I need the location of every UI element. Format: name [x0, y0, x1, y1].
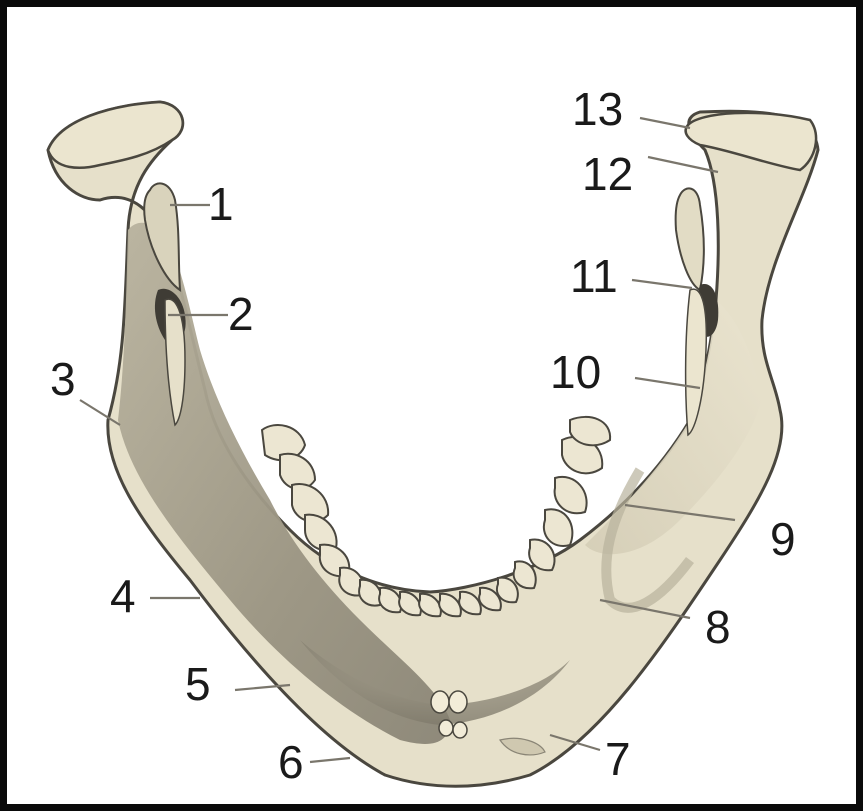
right-coronoid-process — [676, 188, 704, 290]
label-1: 1 — [208, 178, 234, 230]
leader-line-6 — [310, 758, 350, 762]
tooth — [555, 477, 587, 513]
left-condyle — [48, 102, 183, 168]
tooth — [570, 417, 610, 445]
label-10: 10 — [550, 346, 601, 398]
label-13: 13 — [572, 83, 623, 135]
tooth — [544, 509, 573, 546]
label-4: 4 — [110, 570, 136, 622]
label-3: 3 — [50, 353, 76, 405]
label-6: 6 — [278, 736, 304, 788]
label-11: 11 — [570, 250, 618, 302]
leader-line-13 — [640, 118, 690, 128]
label-8: 8 — [705, 601, 731, 653]
label-5: 5 — [185, 658, 211, 710]
leader-line-11 — [632, 280, 692, 288]
label-7: 7 — [605, 733, 631, 785]
label-9: 9 — [770, 513, 796, 565]
label-12: 12 — [582, 148, 633, 200]
label-2: 2 — [228, 288, 254, 340]
